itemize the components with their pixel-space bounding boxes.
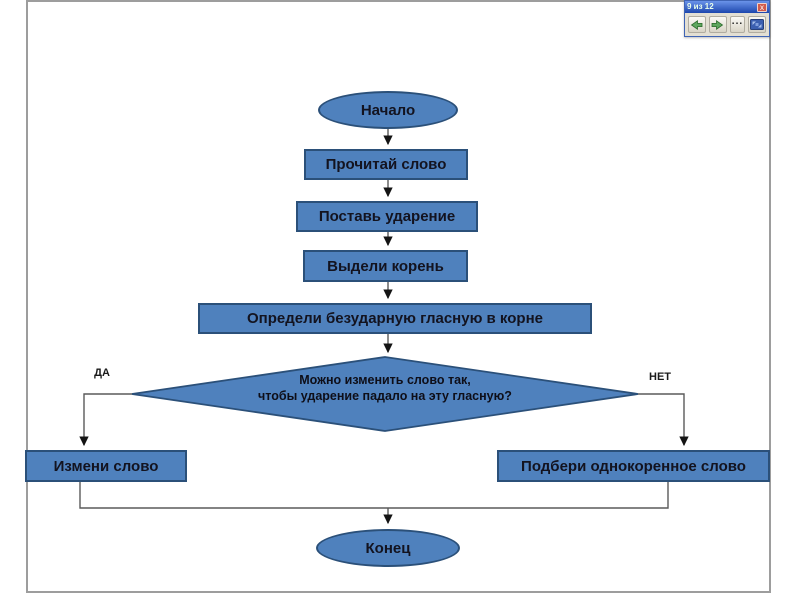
- arrow-left-icon: [691, 19, 703, 30]
- more-options-button[interactable]: ...: [729, 16, 746, 33]
- presentation-toolbar: 9 из 12 x ...: [684, 0, 770, 37]
- close-button[interactable]: x: [757, 2, 767, 12]
- screen-icon: [750, 19, 765, 30]
- slideshow-menu-button[interactable]: [748, 16, 766, 33]
- toolbar-title-bar[interactable]: 9 из 12 x: [685, 1, 769, 13]
- previous-slide-button[interactable]: [688, 16, 706, 33]
- flowchart-step-read-word: Прочитай слово: [304, 149, 468, 180]
- no-label: НЕТ: [649, 371, 671, 383]
- arrow-right-icon: [712, 19, 724, 30]
- decision-line-2: чтобы ударение падало на эту гласную?: [258, 388, 512, 403]
- flowchart-node-no-branch: Подбери однокоренное слово: [497, 450, 770, 482]
- toolbar-body: ...: [685, 13, 769, 36]
- slide-area: [26, 0, 771, 593]
- flowchart-step-mark-root: Выдели корень: [303, 250, 468, 282]
- slide-counter: 9 из 12: [687, 2, 714, 11]
- flowchart-step-find-vowel: Определи безударную гласную в корне: [198, 303, 592, 334]
- flowchart-node-yes-branch: Измени слово: [25, 450, 187, 482]
- flowchart-step-put-stress: Поставь ударение: [296, 201, 478, 232]
- flowchart-node-end: Конец: [316, 529, 460, 567]
- next-slide-button[interactable]: [708, 16, 727, 33]
- flowchart-node-start: Начало: [318, 91, 458, 129]
- decision-text: Можно изменить слово так, чтобы ударение…: [185, 373, 585, 404]
- yes-label: ДА: [94, 367, 110, 379]
- decision-line-1: Можно изменить слово так,: [299, 373, 471, 387]
